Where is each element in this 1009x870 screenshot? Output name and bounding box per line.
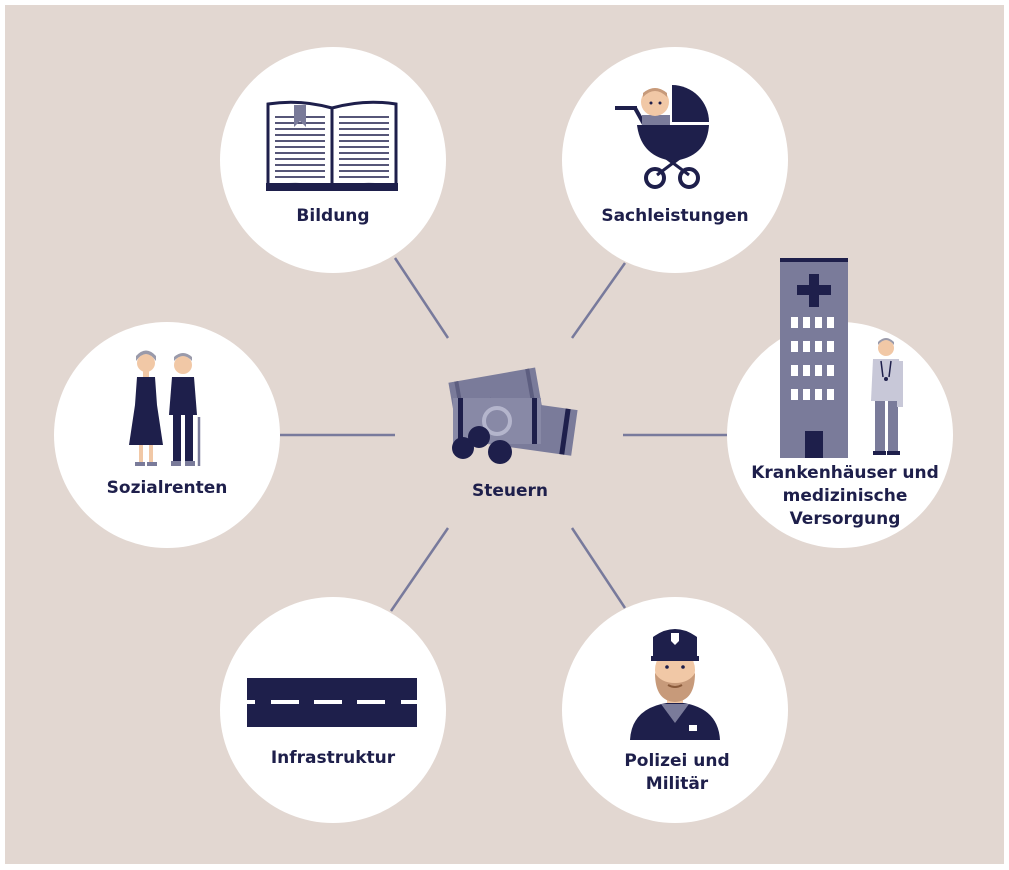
node-circle-sozialrenten (54, 322, 280, 548)
connector-bildung (393, 257, 450, 339)
connector-polizei (570, 527, 627, 609)
connector-infrastruktur (389, 527, 450, 612)
diagram-canvas (5, 5, 1004, 864)
node-label-infrastruktur: Infrastruktur (270, 748, 396, 768)
police-officer-icon (630, 629, 720, 740)
node-label-bildung: Bildung (296, 206, 370, 226)
node-label-sachleistungen: Sachleistungen (601, 206, 749, 226)
money-icon (448, 367, 578, 464)
connector-sachleistungen (570, 262, 627, 339)
center-label: Steuern (471, 481, 549, 501)
connector-lines (280, 257, 728, 612)
hospital-doctor-icon (780, 258, 903, 458)
node-label-sozialrenten: Sozialrenten (106, 478, 228, 498)
road-icon (247, 678, 417, 727)
stroller-icon (615, 85, 709, 189)
node-label-krankenhaeuser: Krankenhäuser und medizinische Versorgun… (751, 463, 939, 529)
node-label-polizei: Polizei und Militär (624, 751, 730, 794)
elderly-couple-icon (129, 350, 201, 466)
book-icon (266, 100, 398, 191)
